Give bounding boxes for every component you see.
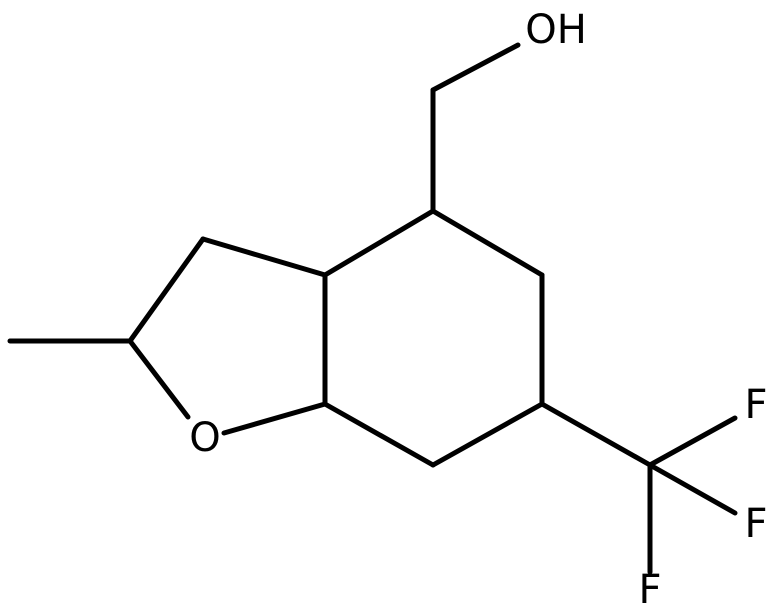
bond-c7a-o1 — [221, 401, 328, 436]
hydroxyl-label: OH — [525, 7, 587, 53]
bond-c4-c5 — [430, 208, 545, 278]
bond-c7-c7a — [322, 401, 436, 468]
bond-layer — [7, 42, 738, 575]
fluorine-label-3: F — [638, 567, 661, 613]
fluorine-label-2: F — [744, 501, 767, 547]
bond-cf3-f2 — [647, 462, 738, 516]
atom-label-layer: OH O F F F — [189, 7, 767, 613]
bond-ch2-oh — [430, 42, 521, 93]
bond-o1-c2 — [127, 338, 191, 420]
bond-c6-cf3 — [539, 401, 653, 468]
ring-oxygen-label: O — [189, 415, 220, 461]
bond-cf3-f1 — [647, 415, 738, 468]
bond-c6-c7 — [430, 401, 545, 468]
bond-c2-c3 — [127, 236, 206, 344]
fluorine-label-1: F — [744, 382, 767, 428]
bond-c3-c3a — [200, 236, 328, 278]
bond-c3a-c4 — [322, 208, 436, 278]
